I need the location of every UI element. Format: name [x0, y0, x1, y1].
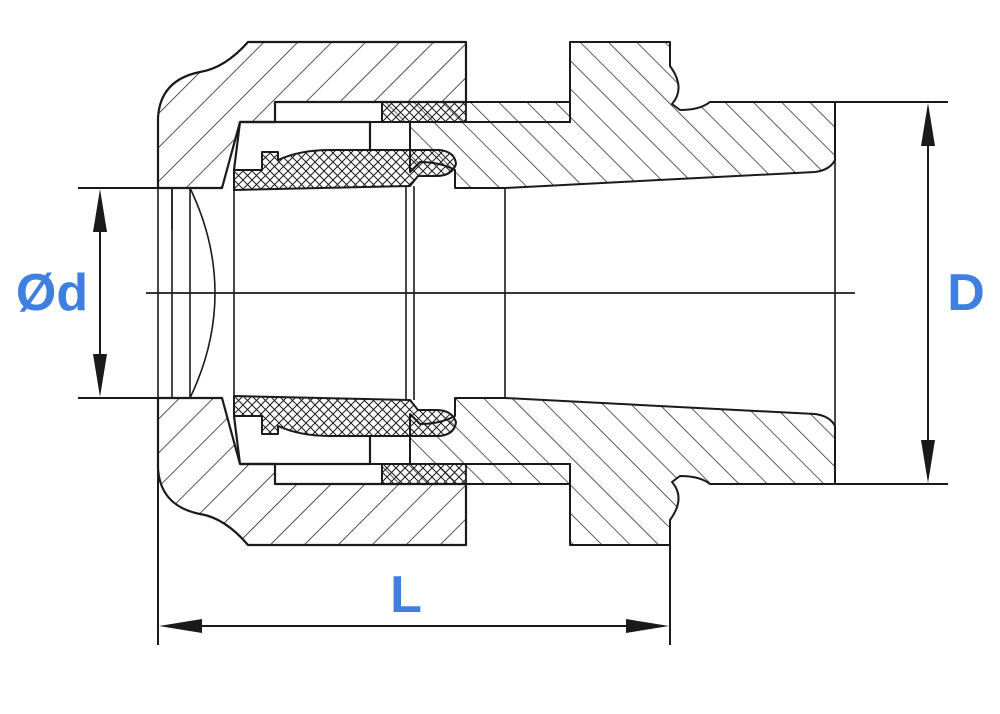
- inner-diameter-label: Ød: [16, 264, 88, 322]
- bore-lines: [146, 102, 855, 484]
- retainer-lower: [232, 415, 372, 466]
- collet-ring-lower: [381, 463, 467, 485]
- o-ring-seal-upper: [233, 149, 457, 191]
- dimension-inner-diameter: [78, 187, 158, 399]
- retainer-upper: [232, 120, 372, 171]
- length-label: L: [390, 566, 422, 624]
- collet-ring-upper: [381, 101, 467, 123]
- cap-nut-lower: [156, 396, 468, 547]
- dimension-length: [157, 468, 671, 645]
- o-ring-seal-lower: [233, 395, 457, 437]
- upper-section: [156, 40, 836, 230]
- outer-diameter-label: D: [947, 264, 985, 322]
- cap-nut-upper: [156, 40, 468, 190]
- dimension-outer-diameter: [835, 101, 948, 485]
- lower-section: [156, 395, 836, 547]
